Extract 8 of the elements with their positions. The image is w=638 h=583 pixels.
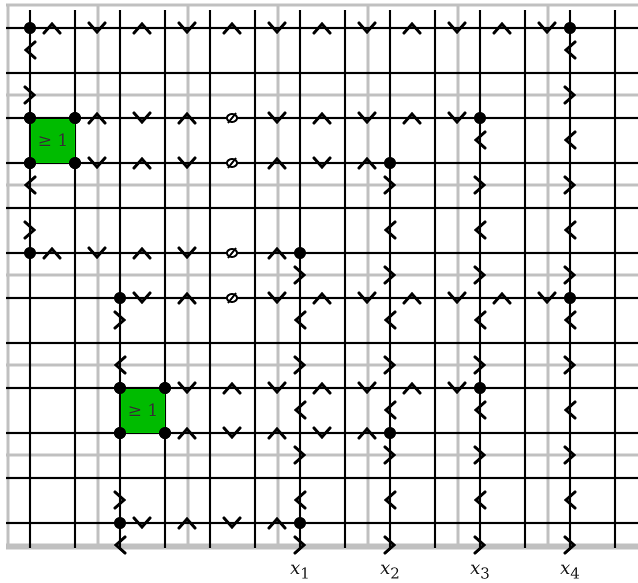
gate-box	[121, 389, 165, 433]
variable-label: x$_{2}$	[380, 560, 400, 582]
gate-box	[31, 119, 75, 163]
gate-label: ≥ 1	[128, 402, 158, 420]
variable-label: x$_{1}$	[290, 560, 310, 582]
variable-label: x$_{4}$	[560, 560, 580, 582]
variable-label: x$_{3}$	[470, 560, 490, 582]
gate-label: ≥ 1	[38, 132, 68, 150]
